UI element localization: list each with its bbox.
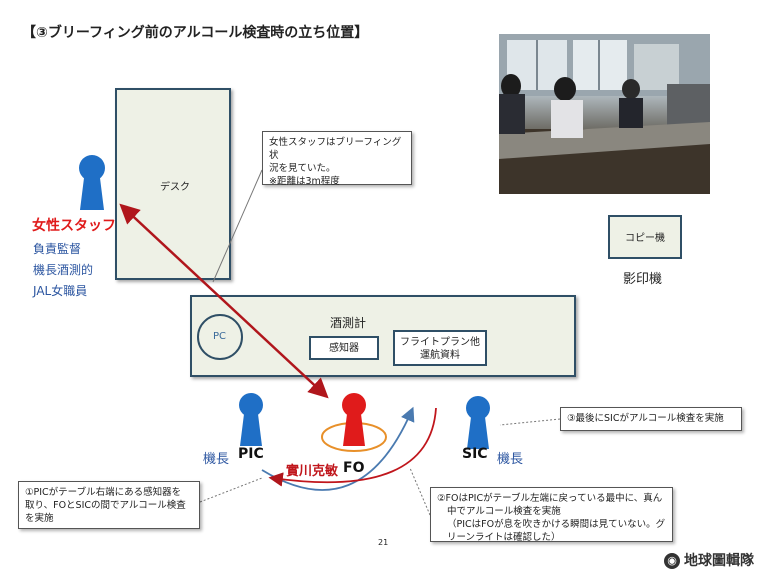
pic-callout: ①PICがテーブル右端にある感知器を 取り、FOとSICの間でアルコール検査 を… (18, 481, 200, 529)
flight-plan-box: フライトプラン他 運航資料 (393, 330, 487, 366)
fo-callout: ②FOはPICがテーブル左端に戻っている最中に、真ん 中でアルコール検査を実施 … (430, 487, 673, 543)
sic-person-icon (466, 396, 490, 449)
fo-code: FO (343, 460, 365, 476)
pic-path-arrow (261, 406, 415, 491)
staff-name: 女性スタッフ (32, 218, 116, 234)
pic-person-icon (239, 393, 263, 446)
staff-callout-line3: ※距離は3m程度 (269, 176, 340, 187)
sic-callout-text: ③最後にSICがアルコール検査を実施 (567, 413, 724, 424)
sic-role: 機長 (497, 452, 524, 467)
staff-callout-line1: 女性スタッフはブリーフィング状 (269, 137, 402, 161)
office-photo-drawing (499, 34, 710, 194)
staff-role-2: 機長酒測的 (33, 263, 94, 277)
pic-callout-line1: ①PICがテーブル右端にある感知器を (25, 487, 182, 498)
fo-path-arrow (268, 407, 437, 487)
watermark-logo: ◉地球圖輯隊 (664, 550, 754, 570)
flight-plan-line1: フライトプラン他 (400, 337, 480, 348)
fo-callout-leader (409, 467, 431, 516)
fo-callout-line1: ②FOはPICがテーブル左端に戻っている最中に、真ん (437, 493, 663, 504)
sic-callout-leader (499, 418, 561, 426)
sic-callout: ③最後にSICがアルコール検査を実施 (560, 407, 742, 431)
office-photo (499, 34, 710, 194)
pic-code: PIC (238, 446, 264, 462)
pic-callout-leader (199, 477, 263, 503)
logo-text: 地球圖輯隊 (684, 553, 754, 569)
fo-callout-line2: 中でアルコール検査を実施 (447, 506, 561, 517)
globe-icon: ◉ (664, 553, 680, 569)
staff-callout-line2: 況を見ていた。 (269, 163, 336, 174)
staff-role-3: JAL女職員 (33, 284, 88, 298)
copier-subtitle: 影印機 (623, 272, 663, 287)
staff-person-icon (79, 155, 105, 210)
page-title: 【③ブリーフィング前のアルコール検査時の立ち位置】 (22, 25, 369, 41)
sensor-label: 感知器 (329, 343, 359, 354)
page-number: 21 (378, 538, 389, 547)
fo-person-icon (342, 393, 366, 446)
copier-label: コピー機 (625, 233, 665, 244)
flight-plan-line2: 運航資料 (420, 350, 460, 361)
copier-box: コピー機 (608, 215, 682, 259)
sightline-arrow (119, 203, 329, 399)
fo-callout-line3: （PICはFOが息を吹きかける瞬間は見ていない。グ (447, 519, 666, 530)
fo-callout-line4: リーンライトは確認した） (447, 532, 561, 543)
pic-callout-line2: 取り、FOとSICの間でアルコール検査 (25, 500, 186, 511)
staff-callout: 女性スタッフはブリーフィング状 況を見ていた。 ※距離は3m程度 (262, 131, 412, 187)
staff-callout-leader (212, 169, 263, 283)
pic-role: 機長 (203, 452, 230, 467)
fo-name: 實川克敏 (286, 464, 339, 479)
staff-role-1: 負責監督 (33, 242, 82, 256)
breathalyzer-label: 酒測計 (330, 316, 367, 330)
desk-label: デスク (160, 182, 190, 193)
pic-callout-line3: を実施 (25, 513, 54, 524)
sic-code: SIC (462, 446, 488, 462)
